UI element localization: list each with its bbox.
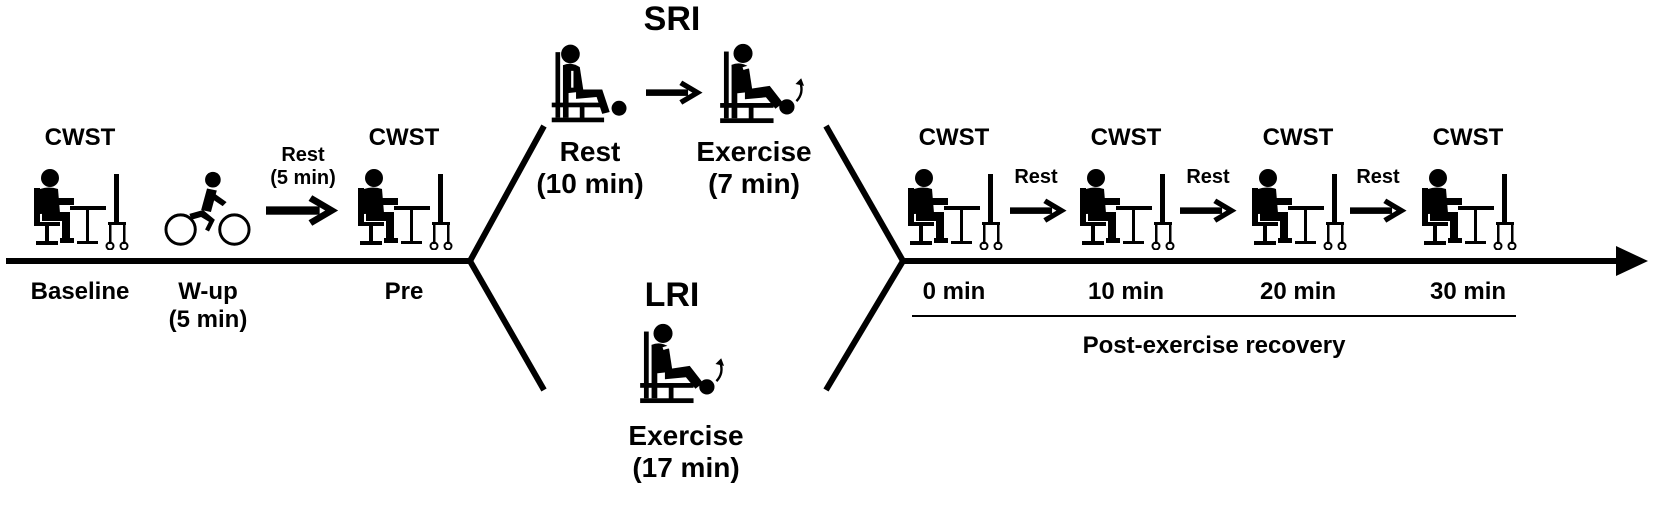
sri-rest-text: Rest <box>559 136 621 167</box>
sri-exercise-chair-icon <box>716 42 812 124</box>
branch-line-upper-left <box>467 124 547 263</box>
lri-exercise-label: Exercise (17 min) <box>628 420 743 484</box>
cwst-label-post30: CWST <box>1432 124 1504 151</box>
cwst-label-post10: CWST <box>1090 124 1162 151</box>
post-rest-arrow-1-icon <box>1010 196 1068 226</box>
pre-desk-icon <box>354 168 458 250</box>
pre-rest-text: Rest <box>281 144 325 166</box>
branch-line-lower-right <box>823 259 906 392</box>
sri-rest-duration: (10 min) <box>536 168 644 200</box>
recovery-label: Post-exercise recovery <box>1082 332 1346 359</box>
post20-desk-icon <box>1248 168 1352 250</box>
post0-desk-icon <box>904 168 1008 250</box>
cwst-label-baseline: CWST <box>44 124 116 151</box>
pre-rest-label: Rest (5 min) <box>270 144 336 190</box>
post-rest-arrow-2-icon <box>1180 196 1238 226</box>
time-10-label: 10 min <box>1087 278 1165 305</box>
wup-text: W-up <box>178 278 238 305</box>
post30-desk-icon <box>1418 168 1522 250</box>
cwst-label-post0: CWST <box>918 124 990 151</box>
lri-exercise-duration: (17 min) <box>632 452 740 484</box>
sri-exercise-label: Exercise (7 min) <box>696 136 811 200</box>
post-rest-arrow-3-icon <box>1350 196 1408 226</box>
sri-arrow-icon <box>646 78 704 108</box>
cwst-label-post20: CWST <box>1262 124 1334 151</box>
post-rest-label-1: Rest <box>1014 166 1058 188</box>
time-30-label: 30 min <box>1429 278 1507 305</box>
wup-duration: (5 min) <box>168 305 248 333</box>
post-rest-label-2: Rest <box>1186 166 1230 188</box>
sri-exercise-text: Exercise <box>696 136 812 167</box>
pre-label: Pre <box>384 278 424 305</box>
lri-exercise-text: Exercise <box>628 420 744 451</box>
wup-label: W-up (5 min) <box>169 278 248 333</box>
post-rest-label-3: Rest <box>1356 166 1400 188</box>
lri-exercise-chair-icon <box>636 322 732 404</box>
sri-title: SRI <box>643 0 701 38</box>
sri-rest-label: Rest (10 min) <box>536 136 643 200</box>
baseline-desk-icon <box>30 168 134 250</box>
cycling-icon <box>164 170 252 250</box>
post10-desk-icon <box>1076 168 1180 250</box>
branch-line-upper-right <box>823 124 906 263</box>
baseline-label: Baseline <box>30 278 130 305</box>
lri-title: LRI <box>644 276 700 314</box>
time-0-label: 0 min <box>922 278 986 305</box>
branch-line-lower-left <box>467 259 547 392</box>
sri-rest-chair-icon <box>548 42 634 124</box>
timeline-arrowhead <box>1616 246 1648 276</box>
sri-exercise-duration: (7 min) <box>708 168 800 200</box>
cwst-label-pre: CWST <box>368 124 440 151</box>
rest-arrow-icon <box>266 192 340 230</box>
pre-rest-duration: (5 min) <box>270 167 336 189</box>
time-20-label: 20 min <box>1259 278 1337 305</box>
